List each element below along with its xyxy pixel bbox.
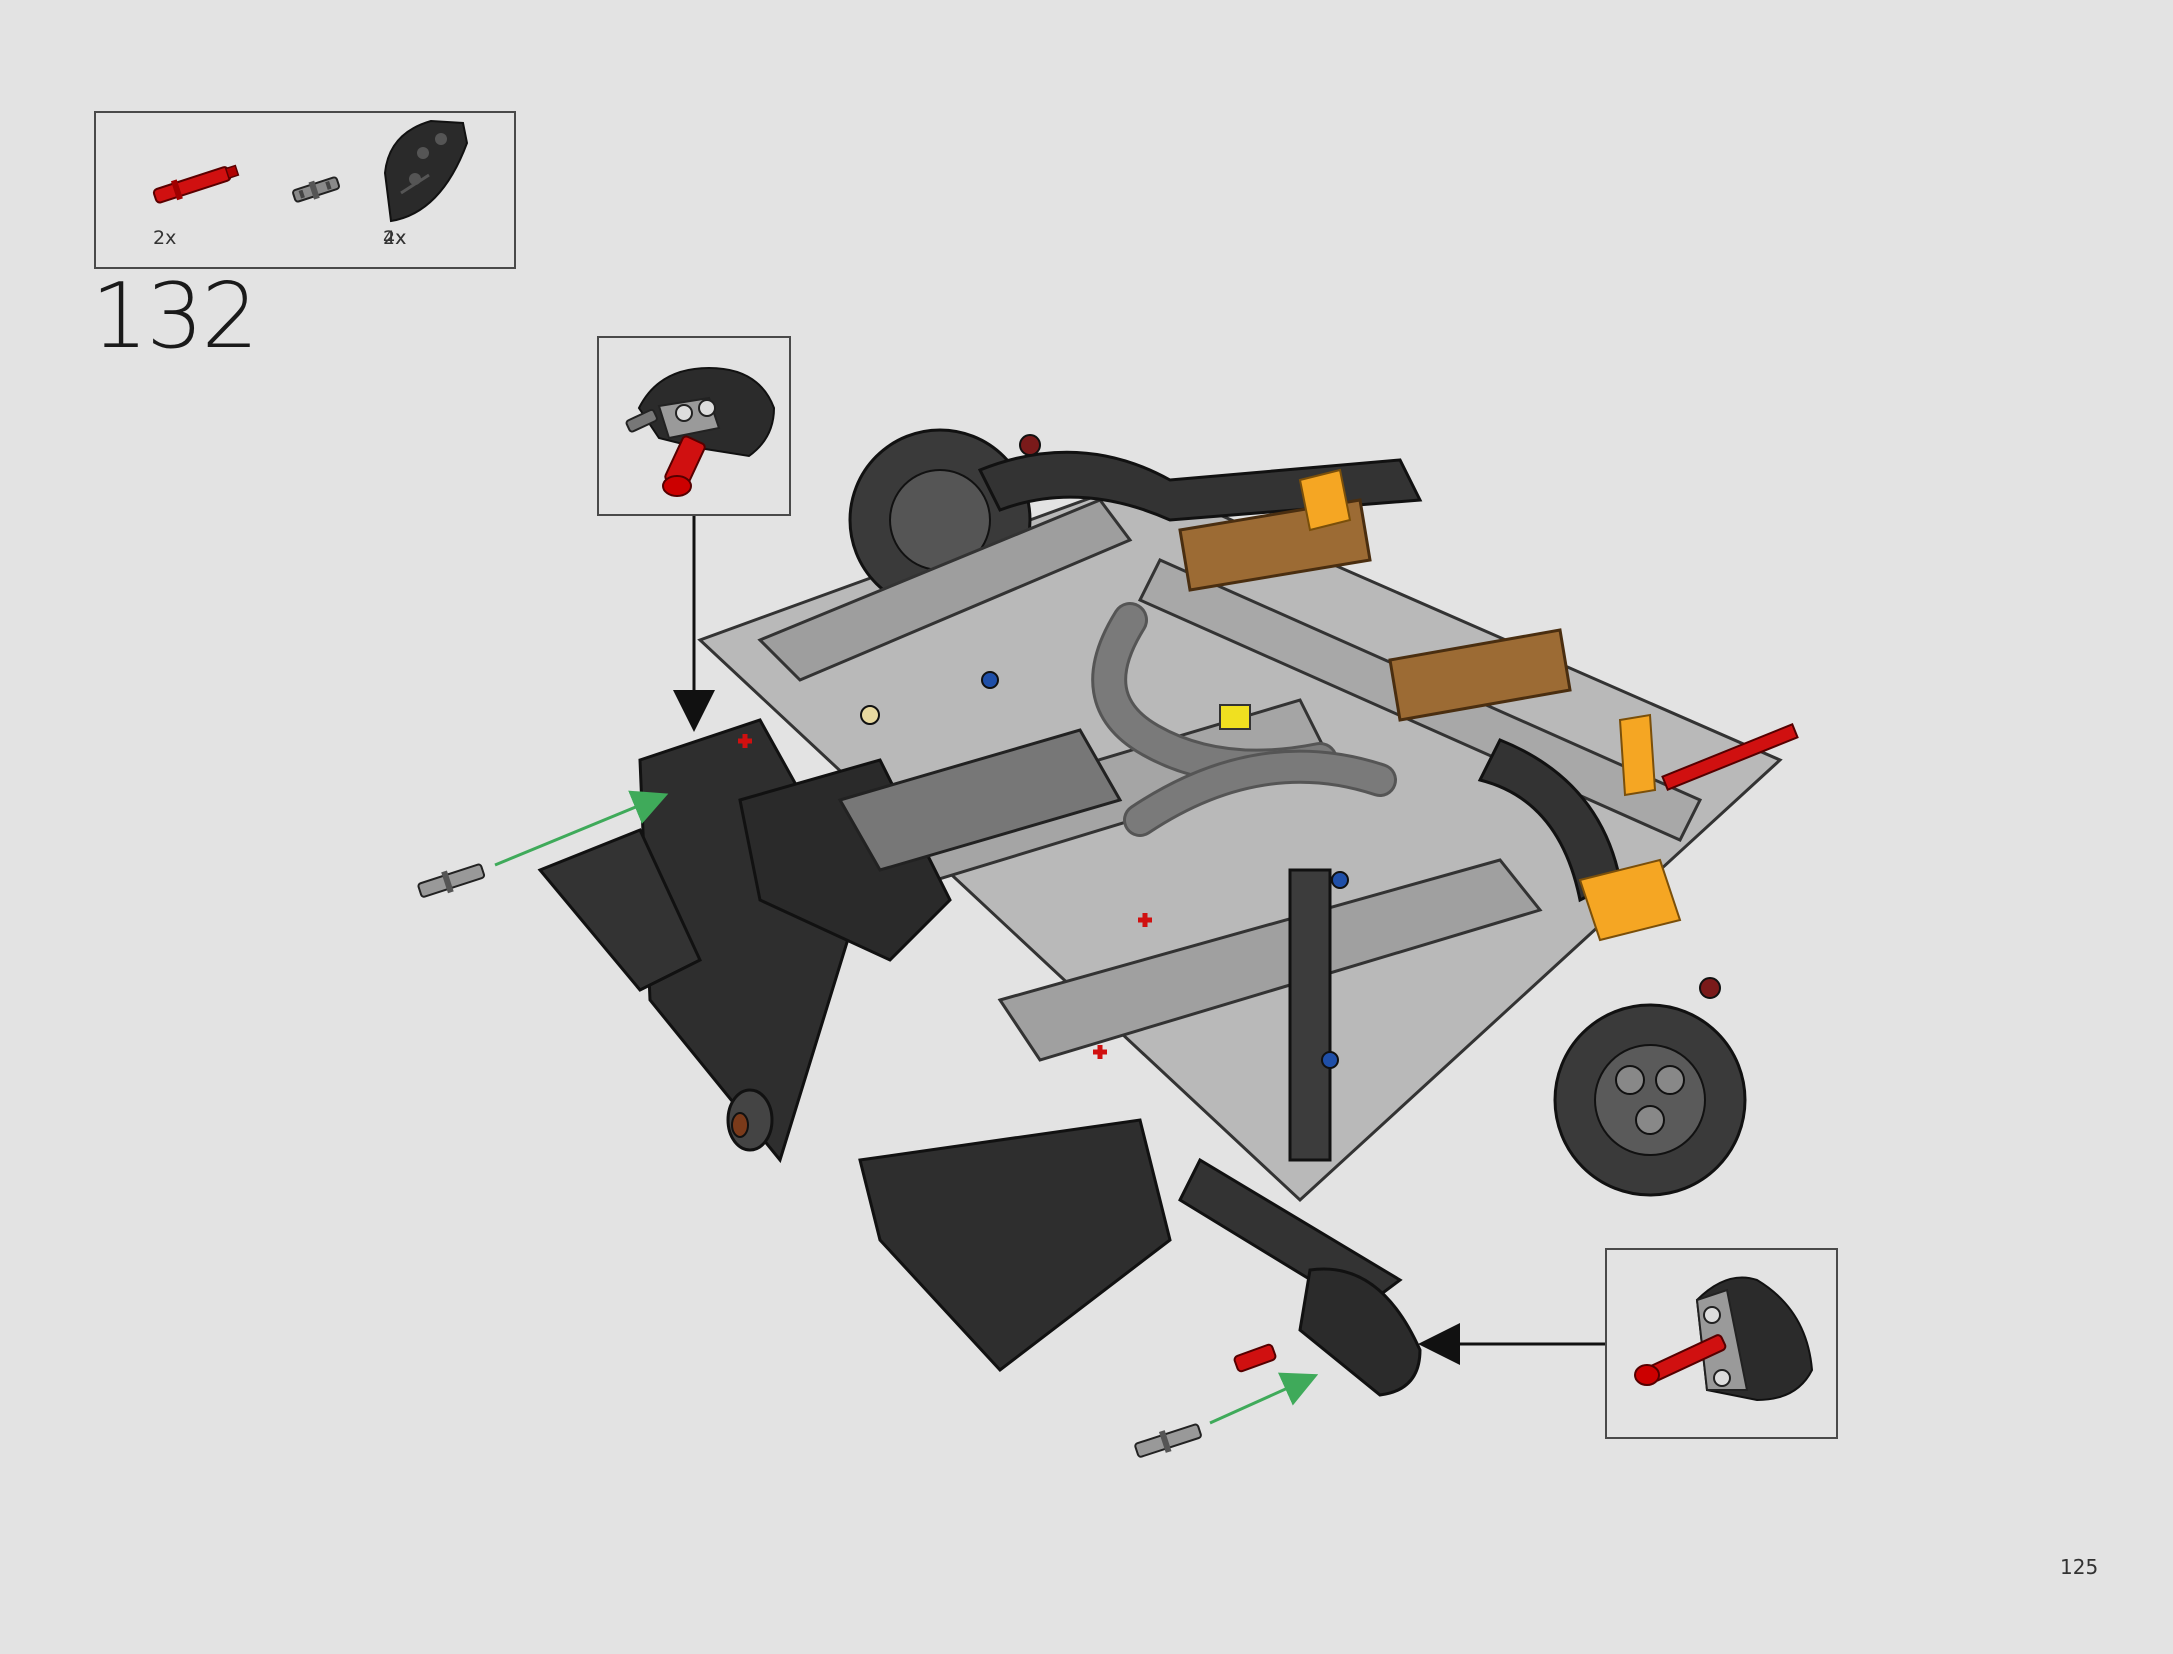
loose-grey-pin	[1134, 1423, 1202, 1458]
parts-item-black-panel: 2x	[371, 113, 491, 269]
loose-grey-pin	[417, 863, 486, 898]
parts-item-red-axle-pin: 2x	[141, 113, 261, 269]
page-number: 125	[2060, 1555, 2099, 1579]
red-axle-pin-icon	[152, 164, 240, 204]
parts-item-quantity: 2x	[383, 227, 407, 249]
green-insertion-arrow	[1209, 1372, 1319, 1425]
callout-detail-bottom	[1605, 1248, 1838, 1439]
black-panel-icon	[383, 119, 469, 223]
brown-block	[1388, 628, 1572, 722]
grey-connector-pin-icon	[292, 176, 340, 203]
parts-item-quantity: 2x	[153, 227, 177, 249]
callout-detail-bottom-illustration	[1634, 1276, 1814, 1402]
step-number: 132	[91, 264, 259, 369]
callout-detail-top	[597, 336, 791, 516]
parts-list-box: 2x 4x 2x	[94, 111, 516, 269]
green-insertion-arrow	[494, 790, 669, 867]
parts-item-quantity: 4x	[383, 227, 407, 249]
black-side-panel	[858, 1118, 1172, 1373]
parts-item-grey-connector-pin: 4x	[276, 113, 406, 269]
callout-detail-top-illustration	[625, 366, 776, 497]
